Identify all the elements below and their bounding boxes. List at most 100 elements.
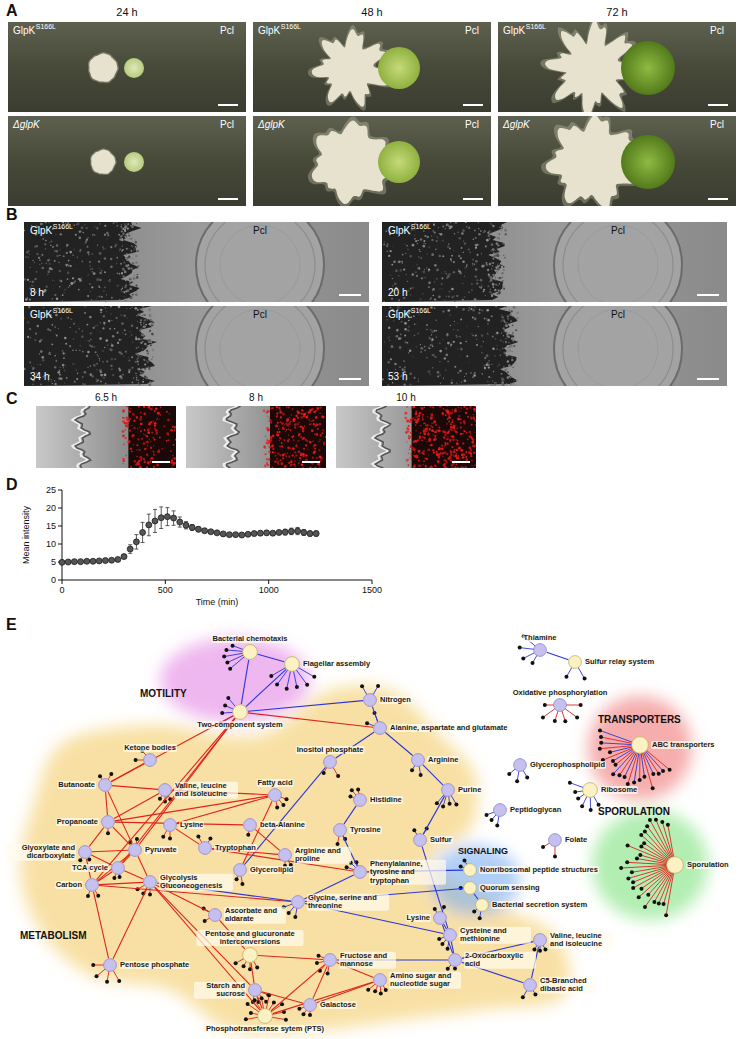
fluorescent-cell (302, 427, 304, 429)
cell-speckle (512, 383, 515, 386)
cell-speckle (446, 273, 448, 275)
cell-speckle (84, 371, 87, 374)
cell-speckle (401, 321, 403, 323)
fluorescent-cell (455, 439, 457, 441)
cell-speckle (143, 359, 144, 360)
cell-speckle (501, 320, 503, 322)
cell-speckle (129, 278, 132, 281)
fluorescent-cell (278, 463, 279, 464)
cell-speckle (464, 296, 466, 298)
cell-speckle (146, 348, 147, 349)
cell-speckle (27, 321, 30, 324)
fluorescent-cell (128, 410, 130, 412)
cell-speckle (454, 321, 455, 322)
fluorescent-cell (281, 445, 283, 447)
fluorescent-cell (150, 441, 152, 443)
cell-speckle (54, 355, 55, 356)
fluorescent-cell (267, 440, 270, 443)
cell-speckle (505, 368, 508, 371)
cell-speckle (438, 295, 441, 298)
cell-speckle (387, 369, 388, 370)
cell-speckle (511, 377, 512, 378)
cell-speckle (459, 271, 461, 273)
cell-speckle (419, 298, 421, 300)
cell-speckle (118, 234, 120, 236)
cell-speckle (387, 251, 388, 252)
cell-speckle (488, 276, 489, 277)
fluorescent-cell (144, 448, 146, 450)
cell-speckle (110, 313, 112, 315)
cell-speckle (119, 238, 120, 239)
cell-speckle (396, 335, 399, 338)
cell-speckle (122, 249, 124, 251)
cell-speckle (63, 367, 64, 368)
cell-speckle (104, 374, 107, 377)
cell-speckle (471, 283, 473, 285)
cell-speckle (390, 307, 392, 309)
cell-speckle (57, 371, 60, 374)
cell-speckle (81, 261, 83, 263)
cell-speckle (492, 274, 494, 276)
fluorescent-cell (170, 461, 173, 464)
cell-speckle (497, 272, 498, 273)
cell-speckle (137, 382, 138, 383)
fluorescent-cell (128, 440, 131, 443)
fluorescent-cell (268, 458, 270, 460)
cell-speckle (489, 222, 491, 224)
cell-speckle (432, 367, 434, 369)
cell-speckle (454, 324, 455, 325)
cell-speckle (433, 295, 434, 296)
cell-speckle (130, 274, 132, 276)
cell-speckle (32, 281, 34, 283)
cell-speckle (448, 291, 450, 293)
cell-speckle (468, 362, 469, 363)
cell-speckle (100, 374, 103, 377)
cell-speckle (404, 366, 406, 368)
fluorescent-cell (150, 446, 152, 448)
cell-speckle (420, 257, 423, 260)
cell-speckle (135, 375, 137, 377)
fluorescent-cell (279, 431, 281, 433)
cell-speckle (129, 288, 131, 290)
cell-speckle (132, 258, 134, 260)
cell-speckle (398, 337, 400, 339)
cell-speckle (498, 292, 500, 294)
fluorescent-cell (466, 407, 468, 409)
colony-ring (578, 309, 658, 386)
fluorescent-cell (305, 416, 308, 419)
cell-speckle (503, 269, 505, 271)
panel-c (36, 405, 477, 469)
cell-speckle (496, 284, 497, 285)
cell-speckle (110, 258, 112, 260)
cell-speckle (121, 339, 122, 340)
cell-speckle (115, 246, 116, 247)
fluorescent-cell (419, 435, 420, 436)
fluorescent-cell (295, 455, 297, 457)
cell-speckle (90, 269, 91, 270)
cell-speckle (24, 368, 26, 371)
fluorescent-cell (288, 455, 290, 457)
cell-speckle (492, 262, 494, 264)
fluorescent-cell (293, 464, 295, 466)
cell-speckle (66, 244, 69, 247)
fluorescent-cell (312, 463, 314, 465)
cell-speckle (466, 264, 468, 266)
cell-speckle (420, 351, 422, 353)
fluorescent-cell (154, 424, 157, 427)
cell-speckle (486, 262, 488, 264)
fluorescent-cell (286, 420, 288, 422)
cell-speckle (123, 315, 125, 317)
fluorescent-cell (277, 461, 279, 463)
cell-speckle (120, 235, 122, 237)
fluorescent-cell (137, 463, 140, 466)
fluorescent-cell (470, 408, 471, 409)
cell-speckle (47, 274, 49, 276)
cell-speckle (507, 347, 508, 348)
cell-speckle (432, 338, 434, 340)
fluorescent-cell (152, 451, 154, 453)
cell-speckle (478, 233, 481, 236)
cell-speckle (439, 288, 440, 289)
cell-speckle (404, 322, 407, 325)
cell-speckle (102, 376, 105, 379)
cell-speckle (445, 347, 447, 349)
